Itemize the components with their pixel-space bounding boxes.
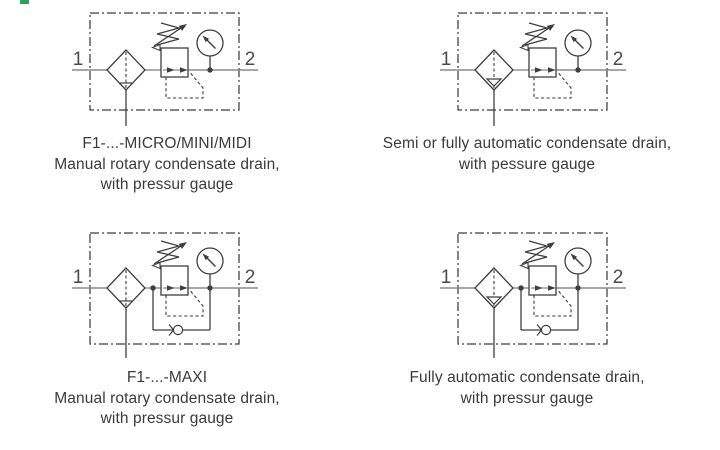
check-valve-seat-icon: [168, 324, 175, 336]
flow-arrow-icon: [180, 285, 188, 291]
gauge-needle-icon: [574, 257, 584, 267]
regulator-icon: [160, 47, 189, 78]
flow-arrow-icon: [167, 285, 175, 291]
port-label-out: 2: [613, 267, 624, 288]
pilot-line: [165, 72, 204, 99]
diagram-caption: F1-...-MAXI Manual rotary condensate dra…: [0, 368, 337, 430]
port-label-out: 2: [613, 49, 624, 70]
junction-dot: [207, 67, 213, 73]
junction-dot: [575, 67, 581, 73]
spring-icon: [156, 240, 182, 264]
gauge-needle-arrow-icon: [202, 253, 210, 261]
regulator-icon: [528, 47, 557, 78]
relief-vent-icon: [519, 43, 529, 52]
adjustment-arrow-icon: [178, 242, 187, 249]
flow-arrow-icon: [548, 67, 556, 73]
junction-dot: [575, 285, 581, 291]
adjustment-arrow-icon: [546, 242, 555, 249]
pilot-line: [533, 290, 572, 317]
diagram-caption: Semi or fully automatic condensate drain…: [357, 134, 697, 175]
page-edge-mark: [20, 0, 29, 4]
caption-line: Semi or fully automatic condensate drain…: [382, 135, 672, 152]
gauge-needle-arrow-icon: [570, 35, 578, 43]
diagram-caption: F1-...-MICRO/MINI/MIDI Manual rotary con…: [0, 134, 337, 196]
port-label-in: 1: [73, 267, 84, 288]
caption-line: with pressur gauge: [100, 176, 234, 193]
caption-line: F1-...-MAXI: [126, 369, 208, 386]
adjustment-arrow-icon: [178, 24, 187, 31]
enclosure-border: [457, 12, 608, 111]
caption-line: with pessure gauge: [458, 155, 596, 173]
adjustment-arrow-shaft: [521, 245, 550, 265]
caption-line: Fully automatic condensate drain,: [409, 369, 645, 386]
flow-arrow-icon: [548, 285, 556, 291]
gauge-needle-icon: [206, 39, 216, 49]
junction-dot: [150, 285, 156, 291]
flow-arrow-icon: [535, 67, 543, 73]
spring-icon: [156, 22, 182, 46]
spring-icon: [524, 22, 550, 46]
junction-dot: [207, 285, 213, 291]
gauge-needle-icon: [206, 257, 216, 267]
caption-line: Manual rotary condensate drain,: [54, 389, 280, 407]
port-label-in: 1: [441, 49, 452, 70]
check-valve-icon: [540, 324, 552, 336]
port-label-in: 1: [73, 49, 84, 70]
port-label-out: 2: [245, 267, 256, 288]
auto-drain-icon: [485, 296, 503, 305]
adjustment-arrow-shaft: [521, 27, 550, 47]
junction-dot: [518, 285, 524, 291]
check-valve-icon: [172, 324, 184, 336]
adjustment-arrow-shaft: [153, 27, 182, 47]
port-label-in: 1: [441, 267, 452, 288]
enclosure-border: [89, 12, 240, 111]
relief-vent-icon: [151, 261, 161, 270]
check-valve-seat-icon: [536, 324, 543, 336]
pilot-line: [533, 72, 572, 99]
regulator-icon: [160, 265, 189, 296]
adjustment-arrow-icon: [546, 24, 555, 31]
pilot-line: [165, 290, 204, 317]
diagram-caption: Fully automatic condensate drain, with p…: [357, 368, 697, 409]
adjustment-arrow-shaft: [153, 245, 182, 265]
gauge-needle-arrow-icon: [202, 35, 210, 43]
caption-line: with pressur gauge: [460, 389, 594, 407]
caption-line: Manual rotary condensate drain,: [54, 155, 280, 173]
flow-arrow-icon: [167, 67, 175, 73]
caption-line: with pressur gauge: [100, 410, 234, 427]
gauge-needle-icon: [574, 39, 584, 49]
gauge-needle-arrow-icon: [570, 253, 578, 261]
flow-arrow-icon: [180, 67, 188, 73]
caption-line: F1-...-MICRO/MINI/MIDI: [82, 135, 252, 152]
relief-vent-icon: [151, 43, 161, 52]
flow-arrow-icon: [535, 285, 543, 291]
regulator-icon: [528, 265, 557, 296]
relief-vent-icon: [519, 261, 529, 270]
spring-icon: [524, 240, 550, 264]
port-label-out: 2: [245, 49, 256, 70]
auto-drain-icon: [485, 78, 503, 87]
